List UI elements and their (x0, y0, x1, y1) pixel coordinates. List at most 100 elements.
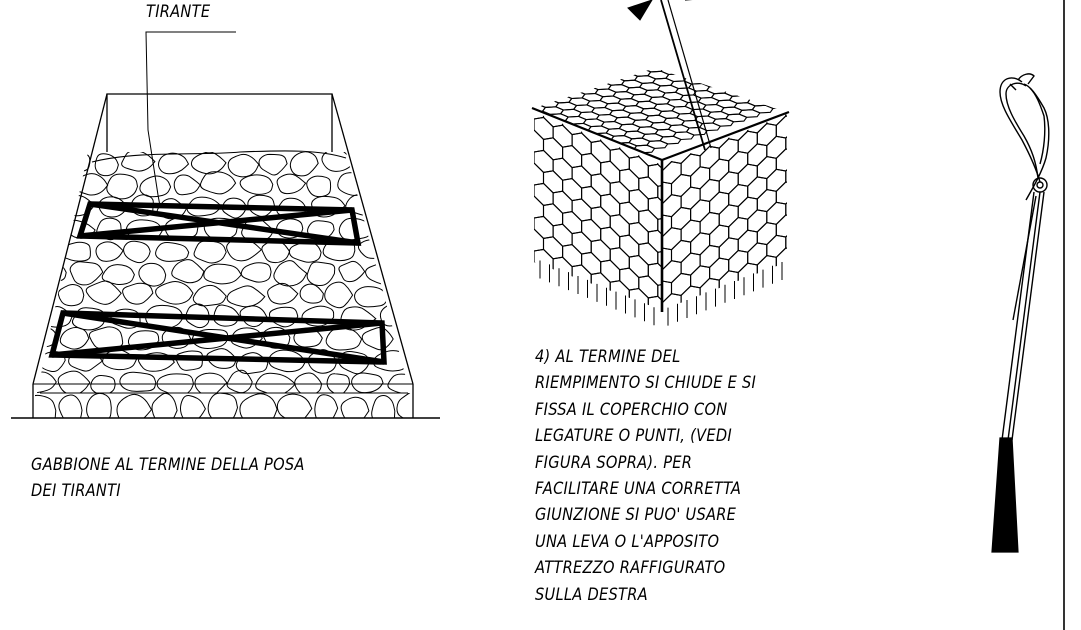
mesh-cell (737, 196, 758, 220)
mesh-cell (706, 221, 725, 243)
mesh-cell (625, 86, 649, 96)
stone (151, 393, 178, 418)
stone (85, 280, 122, 305)
stone (193, 240, 227, 264)
mesh-cell (728, 183, 749, 208)
stone (138, 352, 175, 372)
mesh-cell (638, 275, 659, 299)
stone (239, 174, 274, 195)
mesh-cell (534, 195, 545, 219)
stone (325, 327, 363, 351)
instruction-line: RIEMPIMENTO SI CHIUDE E SI (535, 373, 757, 394)
stone (389, 283, 410, 303)
mesh-cell (644, 114, 668, 124)
stone (171, 259, 205, 284)
mesh-cell (723, 88, 747, 97)
mesh-cell (620, 79, 644, 89)
stone (203, 263, 242, 285)
instruction-line: GIUNZIONE SI PUO' USARE (535, 505, 737, 526)
mesh-cell (756, 189, 777, 213)
mesh-cell (795, 108, 814, 130)
stone (321, 152, 356, 172)
mesh-cell (680, 219, 701, 243)
mesh-cell (542, 203, 564, 227)
mesh-cell (699, 145, 720, 169)
stone (307, 349, 338, 374)
stone (240, 262, 272, 283)
caption-line: DEI TIRANTI (31, 481, 121, 502)
mesh-cell (534, 162, 545, 186)
mesh-cell (615, 72, 639, 82)
tie-rod-label: TIRANTE (146, 2, 211, 22)
mesh-cell (775, 148, 787, 172)
mesh-cell (662, 293, 682, 310)
mesh-cell (696, 233, 715, 255)
mesh-cell (795, 273, 814, 295)
stone (35, 394, 57, 418)
mesh-cell (700, 311, 719, 333)
mesh-cell (661, 91, 684, 101)
mesh-cell (659, 135, 682, 145)
stone (268, 349, 307, 373)
mesh-cell (571, 231, 592, 255)
mesh-cell (686, 312, 705, 334)
stone (354, 286, 388, 308)
gabion-stones-base (35, 393, 413, 418)
stone (157, 152, 190, 175)
mesh-cell (609, 148, 630, 172)
mesh-cell (756, 222, 777, 246)
mesh-cell (535, 92, 555, 101)
mesh-cell (756, 156, 777, 180)
mesh-cell (670, 173, 692, 197)
mesh-cell (595, 113, 619, 123)
mesh-cell (680, 285, 701, 309)
mesh-cell (657, 184, 662, 208)
mesh-cell (552, 124, 573, 148)
mesh-cell (718, 171, 739, 195)
stone (42, 174, 73, 197)
stone (192, 284, 227, 307)
mesh-cell (562, 244, 583, 268)
mesh-cell (710, 92, 734, 102)
mesh-cell (658, 317, 677, 339)
mesh-cell (814, 233, 833, 255)
mesh-cell (775, 181, 787, 205)
mesh-cell (775, 280, 787, 304)
mesh-cell (686, 180, 705, 202)
stone (314, 394, 339, 418)
mesh-cell (706, 155, 725, 177)
mesh-cell (638, 176, 659, 200)
stone (338, 217, 374, 241)
mesh-cell (785, 161, 787, 185)
mesh-cell (643, 89, 666, 98)
mesh-cell (766, 201, 787, 225)
mesh-cell (535, 103, 547, 113)
stone (306, 175, 332, 198)
stone (267, 282, 299, 305)
mesh-cell (805, 253, 824, 275)
mesh-cell (651, 77, 675, 87)
mesh-cell (589, 81, 613, 91)
mesh-cell (737, 229, 758, 253)
mesh-cell (662, 260, 682, 284)
mesh-cell (505, 221, 524, 243)
stone (60, 241, 91, 262)
mesh-cell (662, 227, 682, 251)
mesh-cell (824, 80, 843, 102)
mesh-cell (756, 123, 777, 147)
stone (155, 281, 194, 305)
mesh-cell (590, 272, 611, 296)
closing-tool-drawing (991, 73, 1050, 553)
mesh-cell (654, 128, 677, 138)
mesh-cell (581, 284, 602, 308)
stone (258, 153, 288, 176)
mesh-cell (824, 113, 843, 135)
mesh-cell (581, 185, 602, 209)
mesh-cell (696, 71, 719, 81)
mesh-cell (725, 113, 748, 123)
mesh-cell (785, 227, 787, 251)
mesh-cell (834, 60, 853, 82)
mesh-cell (542, 137, 564, 161)
mesh-cell (824, 179, 843, 201)
mesh-cell (747, 275, 768, 299)
